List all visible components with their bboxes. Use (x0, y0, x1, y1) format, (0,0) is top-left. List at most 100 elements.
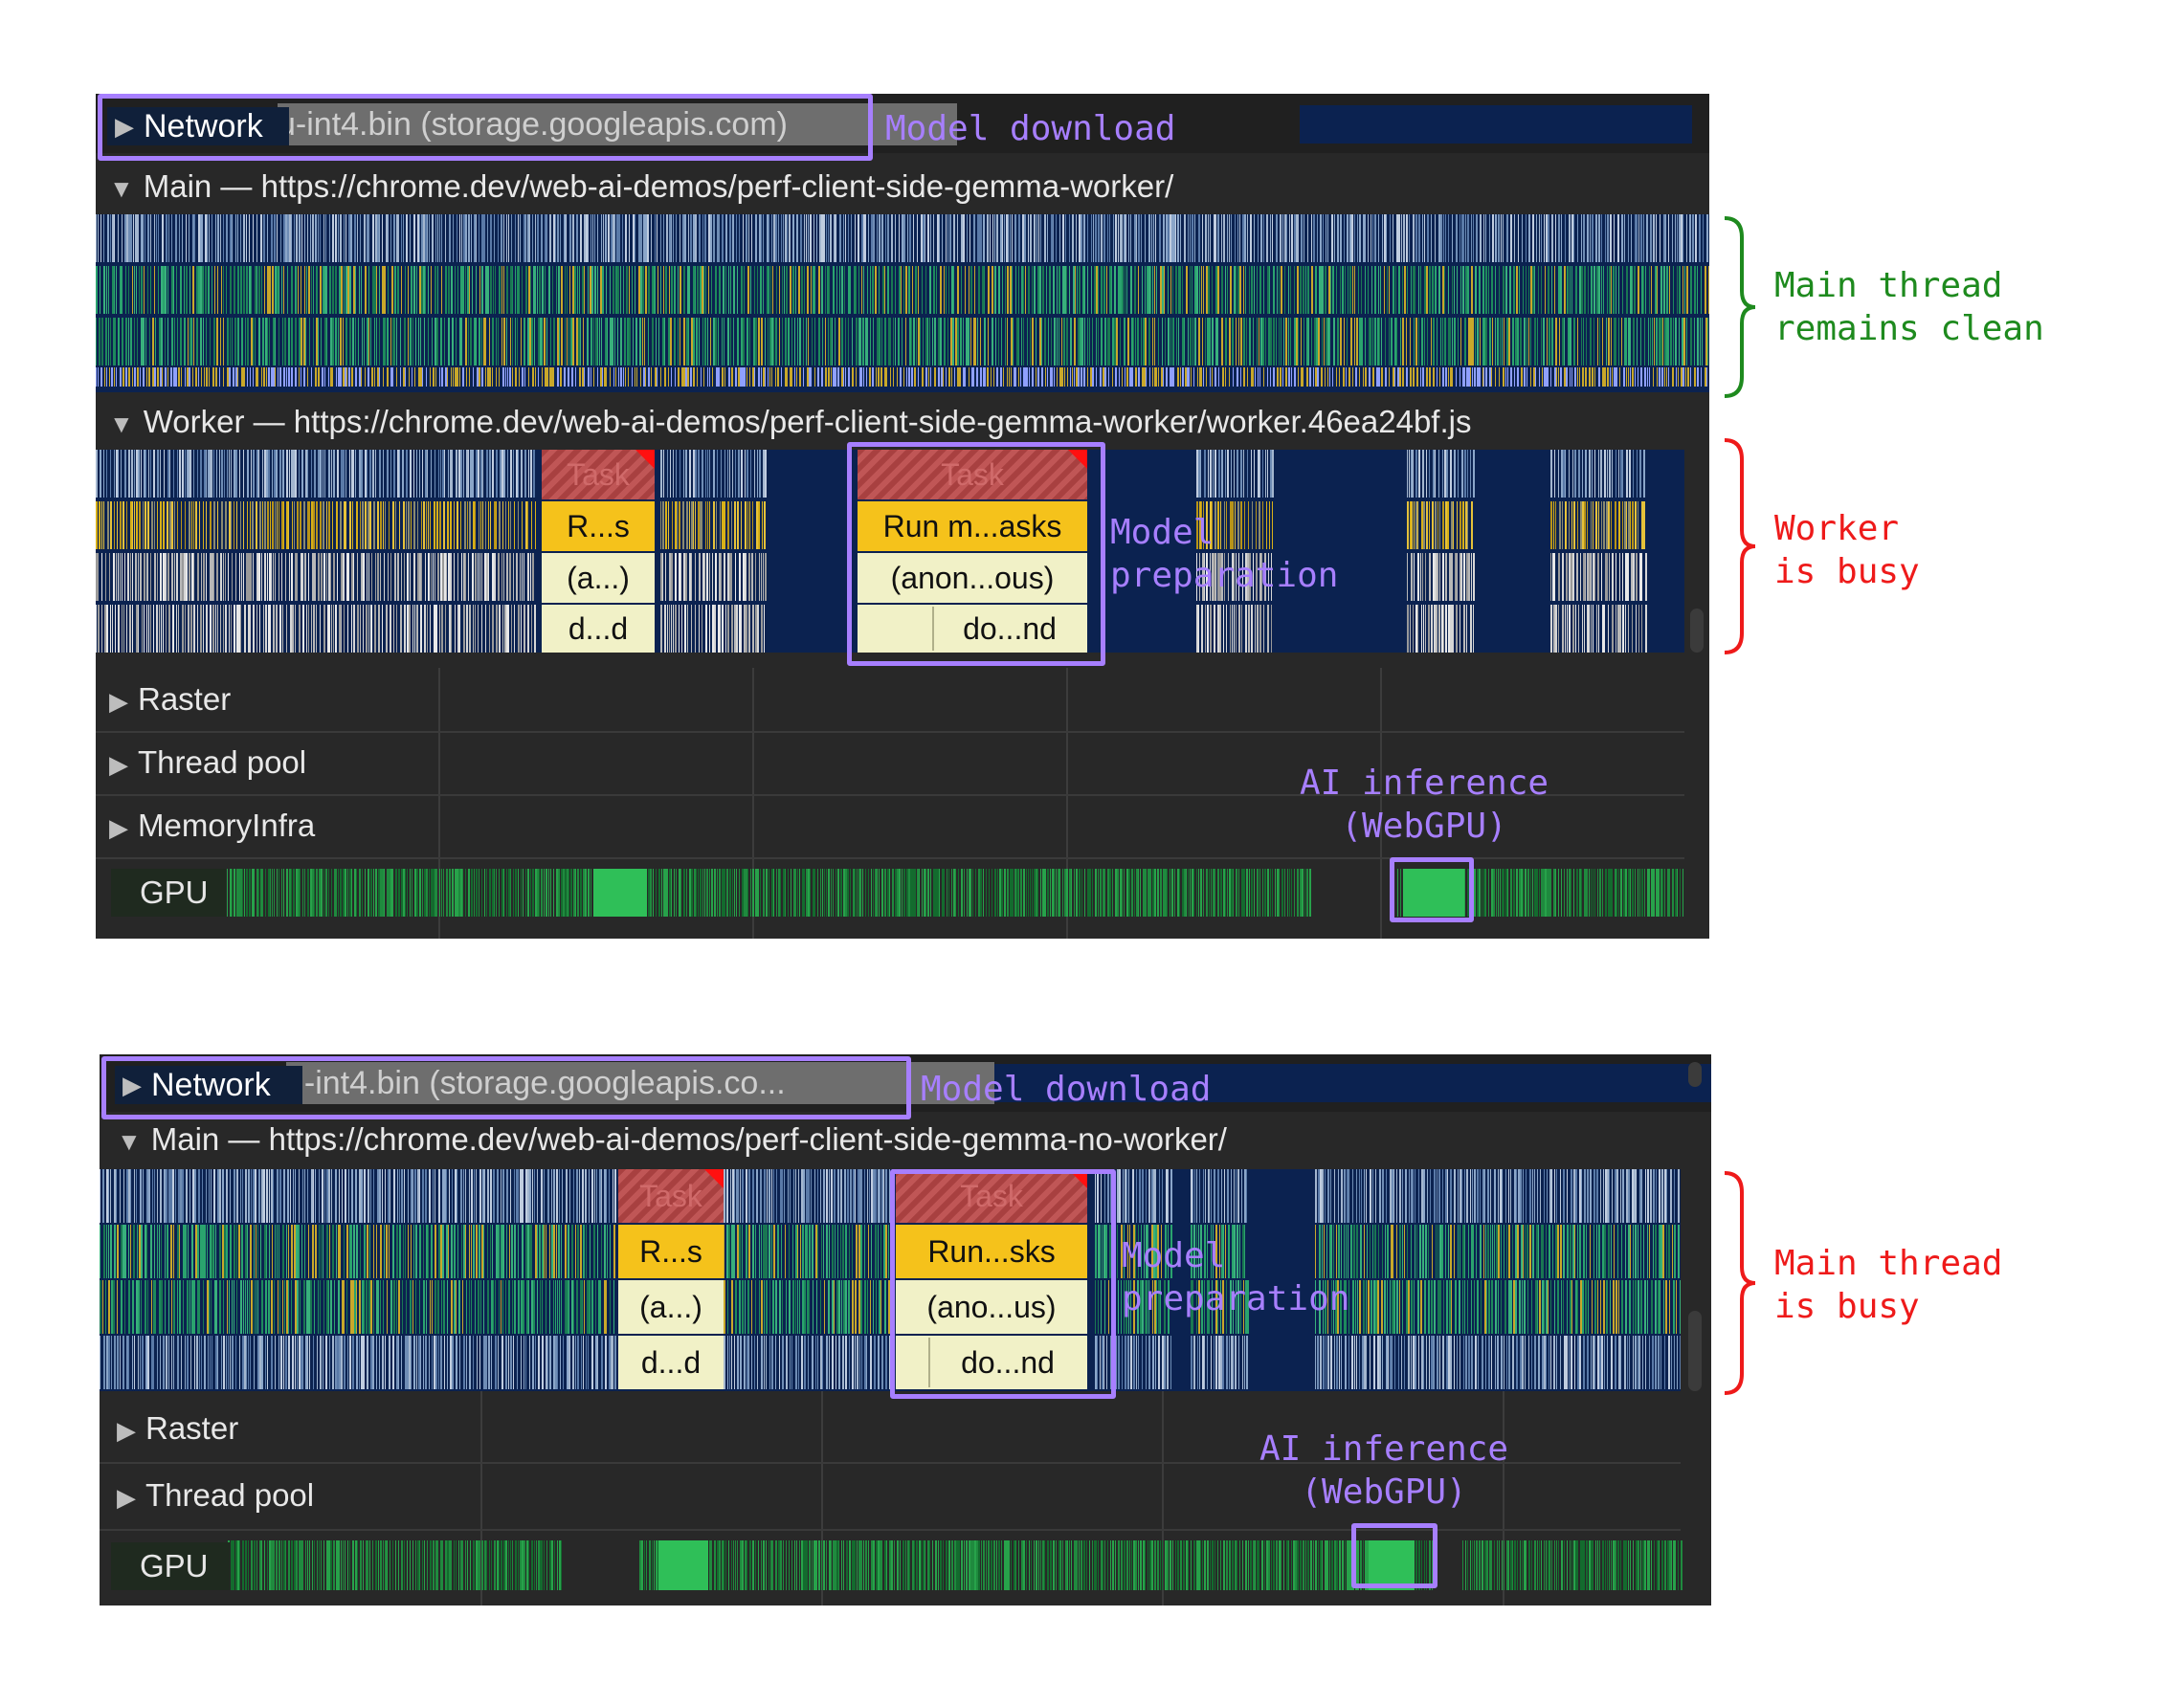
flame-bar (1618, 318, 1619, 365)
gpu-track[interactable] (105, 867, 1694, 919)
flame-bar (396, 318, 397, 365)
flame-bar (826, 1169, 828, 1223)
flame-bar (383, 501, 384, 549)
flame-bar (836, 266, 837, 314)
flame-bar (1237, 367, 1238, 387)
flame-bar (1556, 1169, 1557, 1223)
flame-bar (240, 214, 241, 262)
network-request-bar[interactable] (913, 1064, 1711, 1102)
run-slice[interactable]: R...s (542, 501, 655, 551)
flame-bar (494, 553, 496, 601)
flame-bar (321, 318, 322, 365)
network-request-url[interactable]: u-int4.bin (storage.googleapis.co... (286, 1062, 994, 1104)
flame-bar (162, 214, 164, 262)
flame-bar (1473, 214, 1474, 262)
flame-bar (750, 450, 751, 498)
flame-bar (385, 501, 386, 549)
flame-bar (732, 450, 733, 498)
flame-bar (1284, 869, 1285, 917)
flame-bar (662, 318, 664, 365)
flame-bar (1154, 266, 1155, 314)
worker-thread-header[interactable]: ▼Worker — https://chrome.dev/web-ai-demo… (109, 406, 1471, 437)
flame-bar (143, 501, 144, 549)
raster-track-header[interactable]: ▶Raster (109, 683, 231, 715)
main-thread-header[interactable]: ▼Main — https://chrome.dev/web-ai-demos/… (117, 1123, 1227, 1155)
flame-bar (1259, 266, 1261, 314)
flame-bar (211, 1280, 212, 1334)
flame-bar (1530, 318, 1531, 365)
flame-bar (137, 1225, 138, 1278)
flame-bar (235, 553, 236, 601)
flame-bar (1050, 367, 1052, 387)
flame-bar (792, 214, 794, 262)
flame-bar (1457, 553, 1458, 601)
flame-bar (1123, 1169, 1124, 1223)
flame-bar (1415, 214, 1417, 262)
flame-bar (1254, 266, 1255, 314)
flame-bar (1447, 1169, 1448, 1223)
flame-bar (1559, 318, 1560, 365)
flame-bar (669, 266, 670, 314)
flame-bar (167, 367, 168, 387)
flame-bar (1637, 214, 1638, 262)
flame-bar (1490, 1225, 1491, 1278)
flame-bar (154, 214, 155, 262)
flame-bar (1171, 214, 1173, 262)
flame-bar (1564, 266, 1566, 314)
flame-bar (159, 1225, 160, 1278)
flame-bar (172, 1169, 174, 1223)
network-request-url[interactable]: u-int4.bin (storage.googleapis.com) (278, 103, 957, 145)
flame-bar (527, 1169, 529, 1223)
flame-bar (1140, 869, 1141, 917)
task-slice[interactable]: Task (858, 450, 1087, 499)
do-slice[interactable]: d...d (542, 605, 655, 653)
scrollbar[interactable] (1690, 609, 1704, 653)
flame-bar (685, 553, 687, 601)
anon-slice[interactable]: (anon...ous) (858, 553, 1087, 603)
flame-bar (1480, 1225, 1482, 1278)
network-track-toggle[interactable]: ▶ Network (115, 1066, 302, 1104)
network-track-toggle[interactable]: ▶ Network (107, 107, 289, 145)
memoryinfra-track-header[interactable]: ▶MemoryInfra (109, 809, 315, 841)
main-flame-chart[interactable] (96, 214, 1709, 392)
scrollbar[interactable] (1688, 1062, 1702, 1087)
flame-bar (1166, 1169, 1168, 1223)
flame-bar (1421, 501, 1423, 549)
flame-bar (1460, 501, 1461, 549)
flame-bar (179, 1280, 181, 1334)
main-thread-header[interactable]: ▼Main — https://chrome.dev/web-ai-demos/… (109, 170, 1173, 202)
flame-bar (1422, 1225, 1424, 1278)
flame-bar (502, 501, 503, 549)
flame-bar (1040, 214, 1041, 262)
flame-bar (1326, 318, 1327, 365)
flame-bar (1249, 318, 1251, 365)
flame-bar (360, 605, 361, 653)
threadpool-track-header[interactable]: ▶Thread pool (109, 746, 306, 778)
flame-bar (1439, 367, 1440, 387)
flame-bar (511, 1225, 513, 1278)
flame-bar (167, 501, 168, 549)
flame-bar (1257, 869, 1259, 917)
flame-bar (1664, 367, 1665, 387)
flame-bar (1103, 214, 1105, 262)
flame-bar (1188, 869, 1189, 917)
network-request-bar[interactable] (1300, 105, 1692, 144)
flame-bar (1664, 869, 1665, 917)
flame-bar (1415, 450, 1417, 498)
flame-bar (832, 318, 833, 365)
anon-slice[interactable]: (a...) (542, 553, 655, 603)
task-slice[interactable]: Task (542, 450, 655, 499)
flame-bar (996, 367, 998, 387)
gpu-track-label[interactable]: GPU (111, 869, 226, 917)
run-slice[interactable]: Run m...asks (858, 501, 1087, 551)
flame-bar (1012, 266, 1013, 314)
flame-bar (534, 605, 536, 653)
flame-bar (475, 553, 477, 601)
do-slice[interactable]: do...nd (858, 605, 1087, 653)
flame-bar (1521, 367, 1523, 387)
flame-bar (143, 318, 145, 365)
flame-bar (751, 553, 753, 601)
flame-bar (100, 214, 101, 262)
flame-bar (1227, 214, 1228, 262)
flame-bar (226, 214, 228, 262)
